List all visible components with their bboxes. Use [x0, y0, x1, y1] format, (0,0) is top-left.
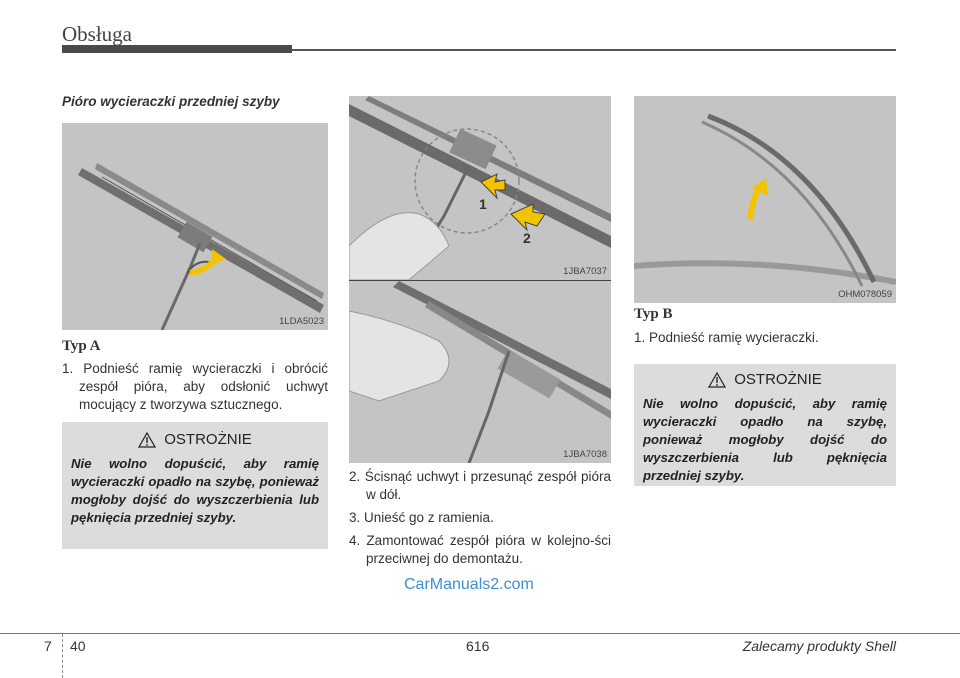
- caution-text: Nie wolno dopuścić, aby ramię wycieraczk…: [643, 396, 887, 483]
- footer-page-number: 40: [70, 638, 86, 654]
- step-item: 2. Ścisnąć uchwyt i przesunąć zespół pió…: [349, 469, 611, 502]
- warning-triangle-icon: [708, 371, 727, 388]
- type-b-heading: Typ B: [634, 306, 673, 322]
- caution-box: OSTROŻNIE Nie wolno dopuścić, aby ramię …: [62, 422, 328, 549]
- slide-arrow-icon: [510, 203, 546, 232]
- type-a-steps: 1. Podnieść ramię wycieraczki i obrócić …: [62, 360, 328, 419]
- callout-1: 1: [479, 196, 487, 212]
- caution-box: OSTROŻNIE Nie wolno dopuścić, aby ramię …: [634, 364, 896, 486]
- watermark-link[interactable]: CarManuals2.com: [404, 576, 534, 593]
- step-item: 4. Zamontować zespół pióra w kolejno-ści…: [349, 533, 611, 566]
- footer-chapter: 7: [44, 638, 52, 654]
- figure-code: 1LDA5023: [279, 316, 324, 327]
- caution-header: OSTROŻNIE: [62, 431, 328, 448]
- figure-code: OHM078059: [838, 289, 892, 300]
- middle-steps: 2. Ścisnąć uchwyt i przesunąć zespół pió…: [349, 468, 611, 573]
- page-header-title: Obsługa: [62, 22, 132, 46]
- press-arrow-icon: [480, 173, 506, 200]
- figure-wiper-type-b: OHM078059: [634, 96, 896, 303]
- step-item: 3. Unieść go z ramienia.: [349, 510, 494, 525]
- caution-text: Nie wolno dopuścić, aby ramię wycieraczk…: [71, 456, 319, 525]
- wiper-illustration: [78, 163, 324, 330]
- figure-clip-press: 1 2 1JBA7037: [349, 96, 611, 280]
- caution-title: OSTROŻNIE: [734, 371, 822, 388]
- step-item: 1. Podnieść ramię wycieraczki.: [634, 330, 819, 345]
- blade-removal-illustration: [349, 281, 611, 463]
- wiper-type-b-illustration: [634, 113, 896, 287]
- footer-right-text: Zalecamy produkty Shell: [742, 638, 896, 654]
- section-title: Pióro wycieraczki przedniej szyby: [62, 94, 280, 109]
- header-rule-thick: [62, 45, 292, 53]
- clip-press-illustration: [349, 96, 611, 280]
- footer-rule: [0, 633, 960, 634]
- caution-header: OSTROŻNIE: [634, 371, 896, 388]
- warning-triangle-icon: [138, 431, 157, 448]
- header-rule-thin: [292, 49, 896, 51]
- caution-title: OSTROŻNIE: [164, 431, 252, 448]
- hand-illustration: [349, 212, 450, 280]
- callout-2: 2: [523, 230, 531, 246]
- figure-code: 1JBA7037: [563, 266, 607, 277]
- footer-divider: [62, 634, 64, 678]
- figure-blade-removal: 1JBA7038: [349, 280, 611, 463]
- figure-wiper-type-a: 1LDA5023: [62, 123, 328, 330]
- figure-code: 1JBA7038: [563, 449, 607, 460]
- type-b-steps: 1. Podnieść ramię wycieraczki.: [634, 329, 896, 352]
- type-a-heading: Typ A: [62, 338, 101, 354]
- footer-center-number: 616: [466, 638, 490, 654]
- step-item: 1. Podnieść ramię wycieraczki i obrócić …: [62, 361, 328, 412]
- hand-illustration: [349, 310, 450, 402]
